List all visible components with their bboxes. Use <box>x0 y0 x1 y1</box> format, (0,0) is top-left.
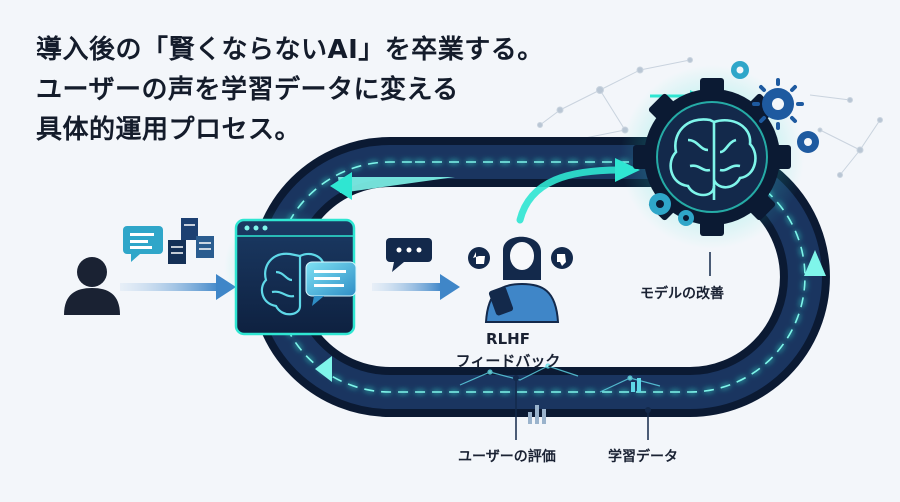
label-rlhf-feedback: RLHF フィードバック <box>448 328 568 372</box>
callout-lines <box>515 252 711 440</box>
label-model-improvement: モデルの改善 <box>640 286 724 302</box>
feedback-person-icon <box>468 236 573 323</box>
output-arrow <box>372 274 460 300</box>
user-silhouette-icon <box>64 257 120 315</box>
ai-assistant-window <box>224 208 357 336</box>
headline: 導入後の「賢くならないAI」を卒業する。 ユーザーの声を学習データに変える 具体… <box>36 30 544 150</box>
label-feedback: フィードバック <box>455 352 561 370</box>
label-training-data: 学習データ <box>608 449 678 465</box>
bar-chart-icon <box>528 378 641 424</box>
chat-documents-icon <box>123 218 214 264</box>
brain-icon <box>669 118 757 200</box>
headline-line-1: 導入後の「賢くならないAI」を卒業する。 <box>36 35 544 65</box>
label-rlhf: RLHF <box>486 330 530 348</box>
speech-bubble-icon <box>386 238 432 272</box>
model-gear-icon <box>620 61 819 249</box>
headline-line-2: ユーザーの声を学習データに変える <box>36 75 459 105</box>
callout-dots <box>513 375 651 413</box>
headline-line-3: 具体的運用プロセス。 <box>36 115 302 145</box>
input-arrow <box>120 274 236 300</box>
label-user-evaluation: ユーザーの評価 <box>458 449 556 465</box>
